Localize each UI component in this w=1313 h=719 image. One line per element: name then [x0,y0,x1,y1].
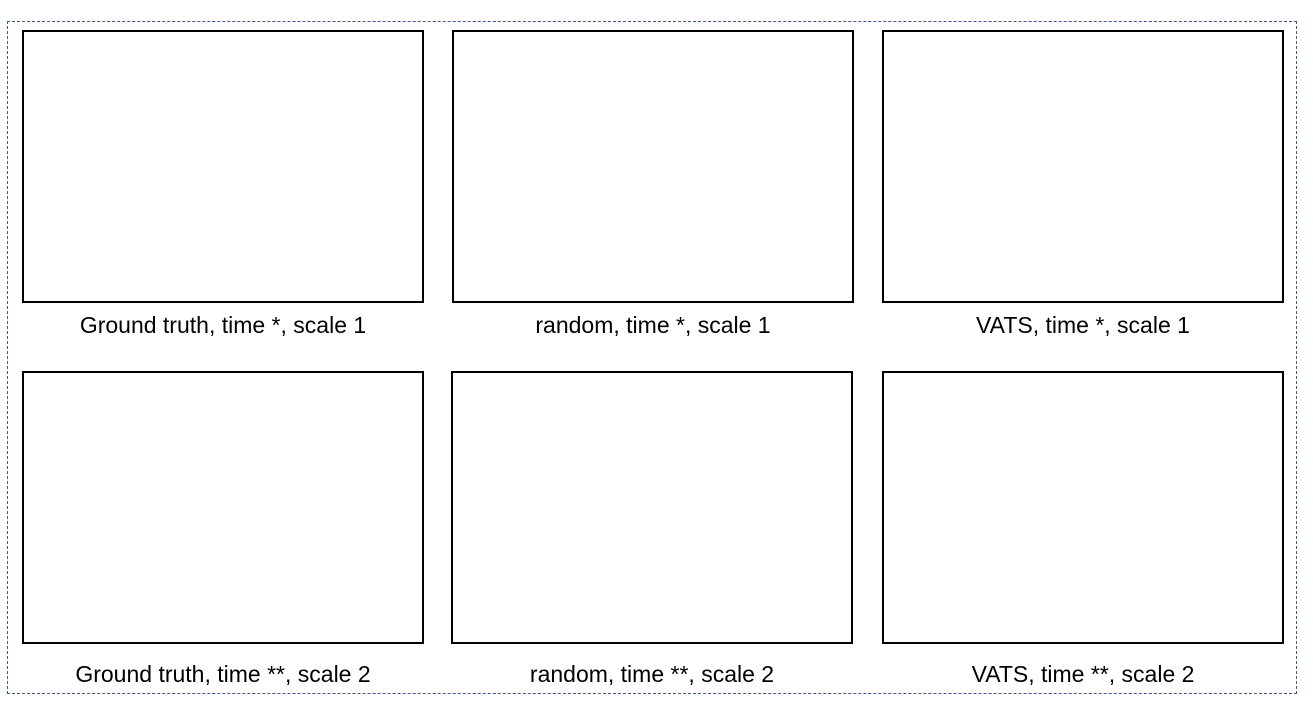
caption-vats-scale-1: VATS, time *, scale 1 [976,312,1190,338]
figure-frame [7,21,1297,694]
panel-vats-scale-2 [882,371,1284,644]
panel-ground-truth-scale-2 [22,371,424,644]
panel-random-scale-2 [451,371,853,644]
panel-ground-truth-scale-1 [22,30,424,303]
panel-vats-scale-1 [882,30,1284,303]
caption-vats-scale-2: VATS, time **, scale 2 [971,661,1195,687]
caption-random-scale-1: random, time *, scale 1 [535,312,771,338]
panel-random-scale-1 [452,30,854,303]
caption-ground-truth-scale-1: Ground truth, time *, scale 1 [79,312,367,338]
caption-random-scale-2: random, time **, scale 2 [529,661,775,687]
caption-ground-truth-scale-2: Ground truth, time **, scale 2 [75,661,371,687]
